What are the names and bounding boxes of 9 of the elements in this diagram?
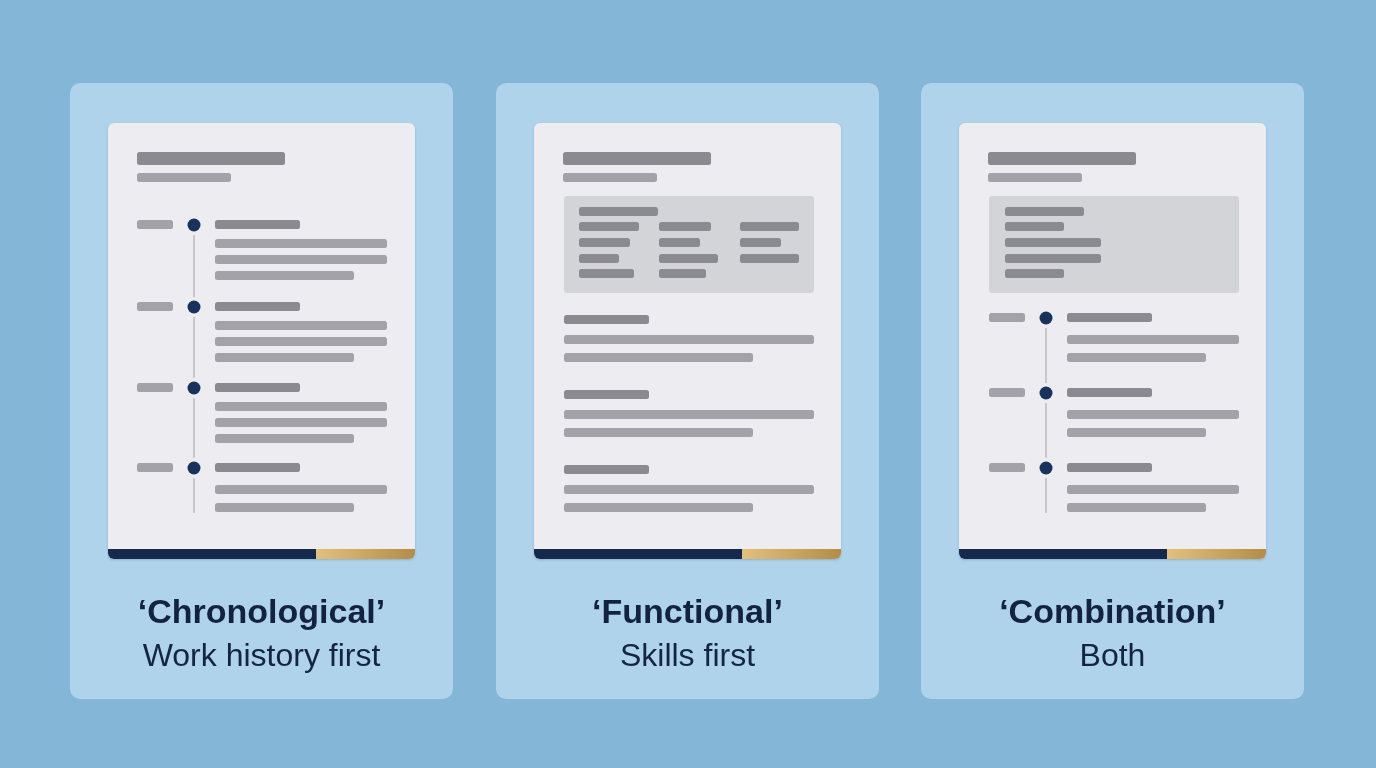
format-description: Skills first [619, 636, 756, 674]
panel [921, 83, 1304, 699]
format-title: ‘Combination’ [999, 591, 1226, 631]
format-title: ‘Functional’ [592, 591, 783, 631]
format-title: ‘Chronological’ [137, 591, 386, 631]
format-description: Work history first [142, 636, 381, 674]
panel [496, 83, 879, 699]
panel [70, 83, 453, 699]
format-description: Both [1079, 636, 1146, 674]
